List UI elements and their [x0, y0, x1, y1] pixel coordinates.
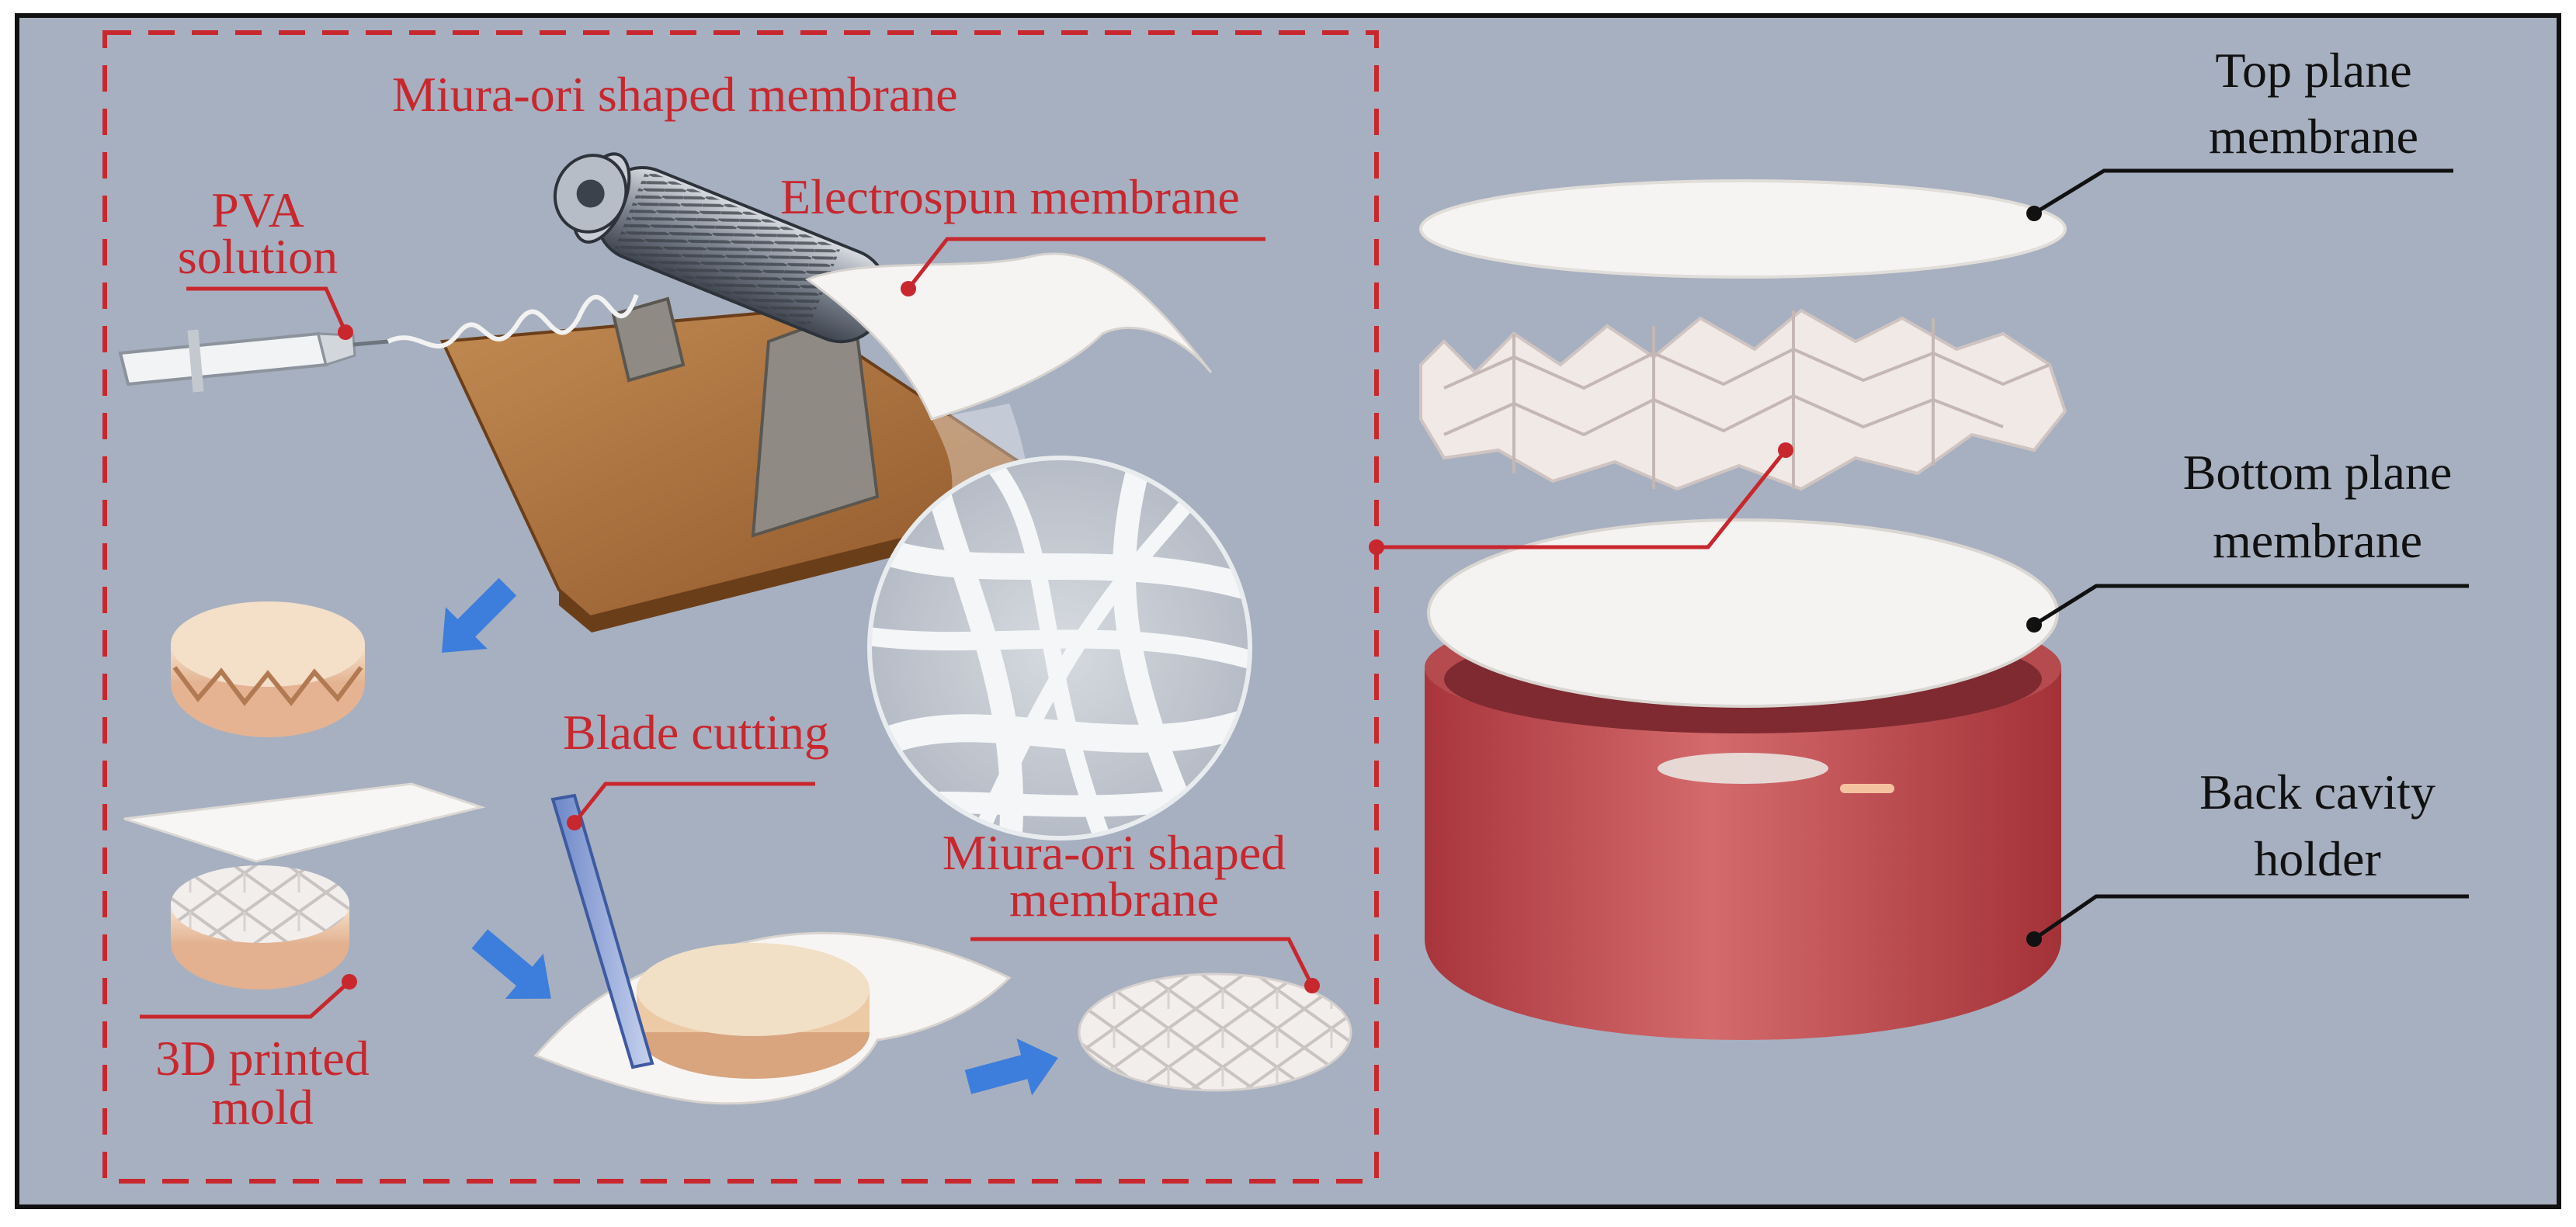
- blade-cutting-label: Blade cutting: [563, 705, 829, 760]
- miura-label-line1: Miura-ori shaped: [943, 825, 1286, 880]
- leader-lines: [140, 168, 2469, 1019]
- miura-membrane-result: [1078, 972, 1352, 1092]
- pva-label-line2: solution: [178, 229, 338, 284]
- blade-cutting-scene: [533, 793, 1012, 1105]
- drum-stand: [751, 308, 880, 538]
- bottom-plane-label-line1: Bottom plane: [2183, 445, 2453, 500]
- bottom-plane-membrane: [1427, 518, 2059, 708]
- electrospun-label: Electrospun membrane: [780, 169, 1240, 224]
- mold-piece: [171, 601, 365, 737]
- holder-label-line1: Back cavity: [2199, 764, 2435, 820]
- scalpel-blade: [550, 793, 654, 1069]
- top-plane-label-line2: membrane: [2209, 109, 2418, 164]
- bottom-plane-label-line2: membrane: [2213, 513, 2422, 568]
- mold-label-line2: mold: [211, 1080, 314, 1135]
- miura-label-line2: membrane: [1009, 872, 1219, 927]
- arrow-icon: [442, 577, 1058, 1096]
- syringe: [118, 329, 389, 393]
- miura-ori-membrane-layer: [1419, 308, 2067, 491]
- fiber-jet: [387, 293, 639, 349]
- fabrication-panel: [102, 30, 1379, 1184]
- panel-title: Miura-ori shaped membrane: [392, 67, 958, 122]
- holder-label-line2: holder: [2254, 831, 2381, 886]
- top-plane-membrane: [1419, 179, 2067, 279]
- flat-membrane-sheet: [123, 782, 486, 863]
- fiber-zoom-circle: [867, 456, 1252, 841]
- printed-mold: [171, 865, 349, 990]
- pva-label-line1: PVA: [211, 182, 304, 237]
- top-plane-label-line1: Top plane: [2215, 43, 2411, 98]
- mold-label-line1: 3D printed: [155, 1031, 370, 1086]
